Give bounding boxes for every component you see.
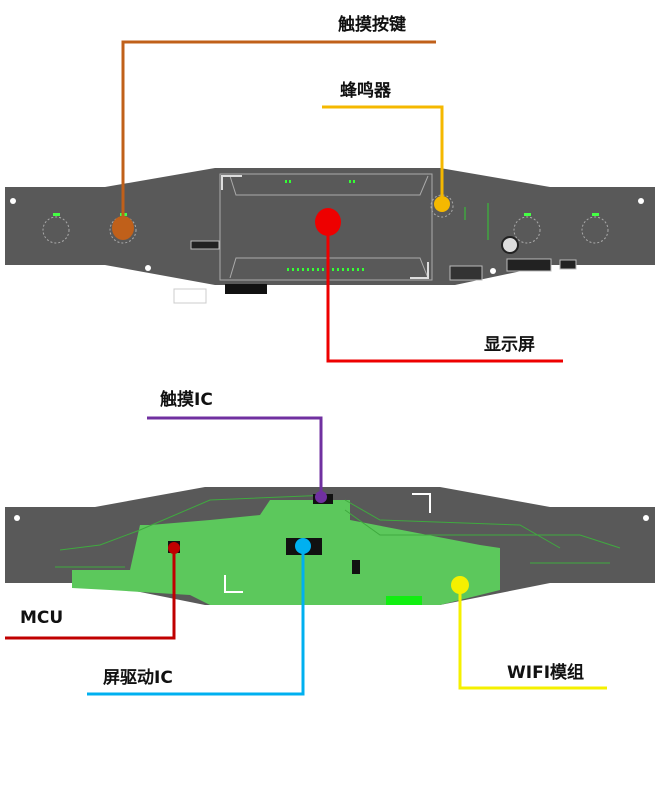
led: [337, 268, 339, 271]
led: [332, 268, 334, 271]
label-wifi-module: WIFI模组: [507, 663, 585, 683]
led: [352, 268, 354, 271]
led: [357, 268, 359, 271]
callout-mcu: [5, 542, 180, 640]
callout-buzzer: [322, 105, 450, 212]
led: [302, 268, 304, 271]
touch-key-pads: [42, 194, 609, 244]
label-display-driver-ic: 屏驱动IC: [103, 668, 173, 688]
led: [317, 268, 319, 271]
callout-display-driver-ic: [87, 538, 311, 696]
led-row: [287, 268, 364, 271]
led: [312, 268, 314, 271]
board-back: [5, 487, 655, 605]
led: [342, 268, 344, 271]
led: [347, 268, 349, 271]
callout-display: [315, 208, 563, 363]
label-mcu: MCU: [20, 608, 64, 628]
led: [307, 268, 309, 271]
label-touch-ic: 触摸IC: [160, 390, 213, 410]
led: [362, 268, 364, 271]
mounting-holes: [10, 198, 644, 274]
label-touch-keys: 触摸按键: [338, 15, 406, 35]
callout-wifi-module: [451, 576, 607, 690]
led: [322, 268, 324, 271]
led: [292, 268, 294, 271]
display-leds: [285, 180, 355, 183]
callout-touch-ic: [147, 416, 327, 503]
label-display: 显示屏: [484, 335, 535, 355]
led: [287, 268, 289, 271]
label-buzzer: 蜂鸣器: [340, 81, 391, 101]
callout-touch-keys: [112, 40, 436, 240]
led: [297, 268, 299, 271]
